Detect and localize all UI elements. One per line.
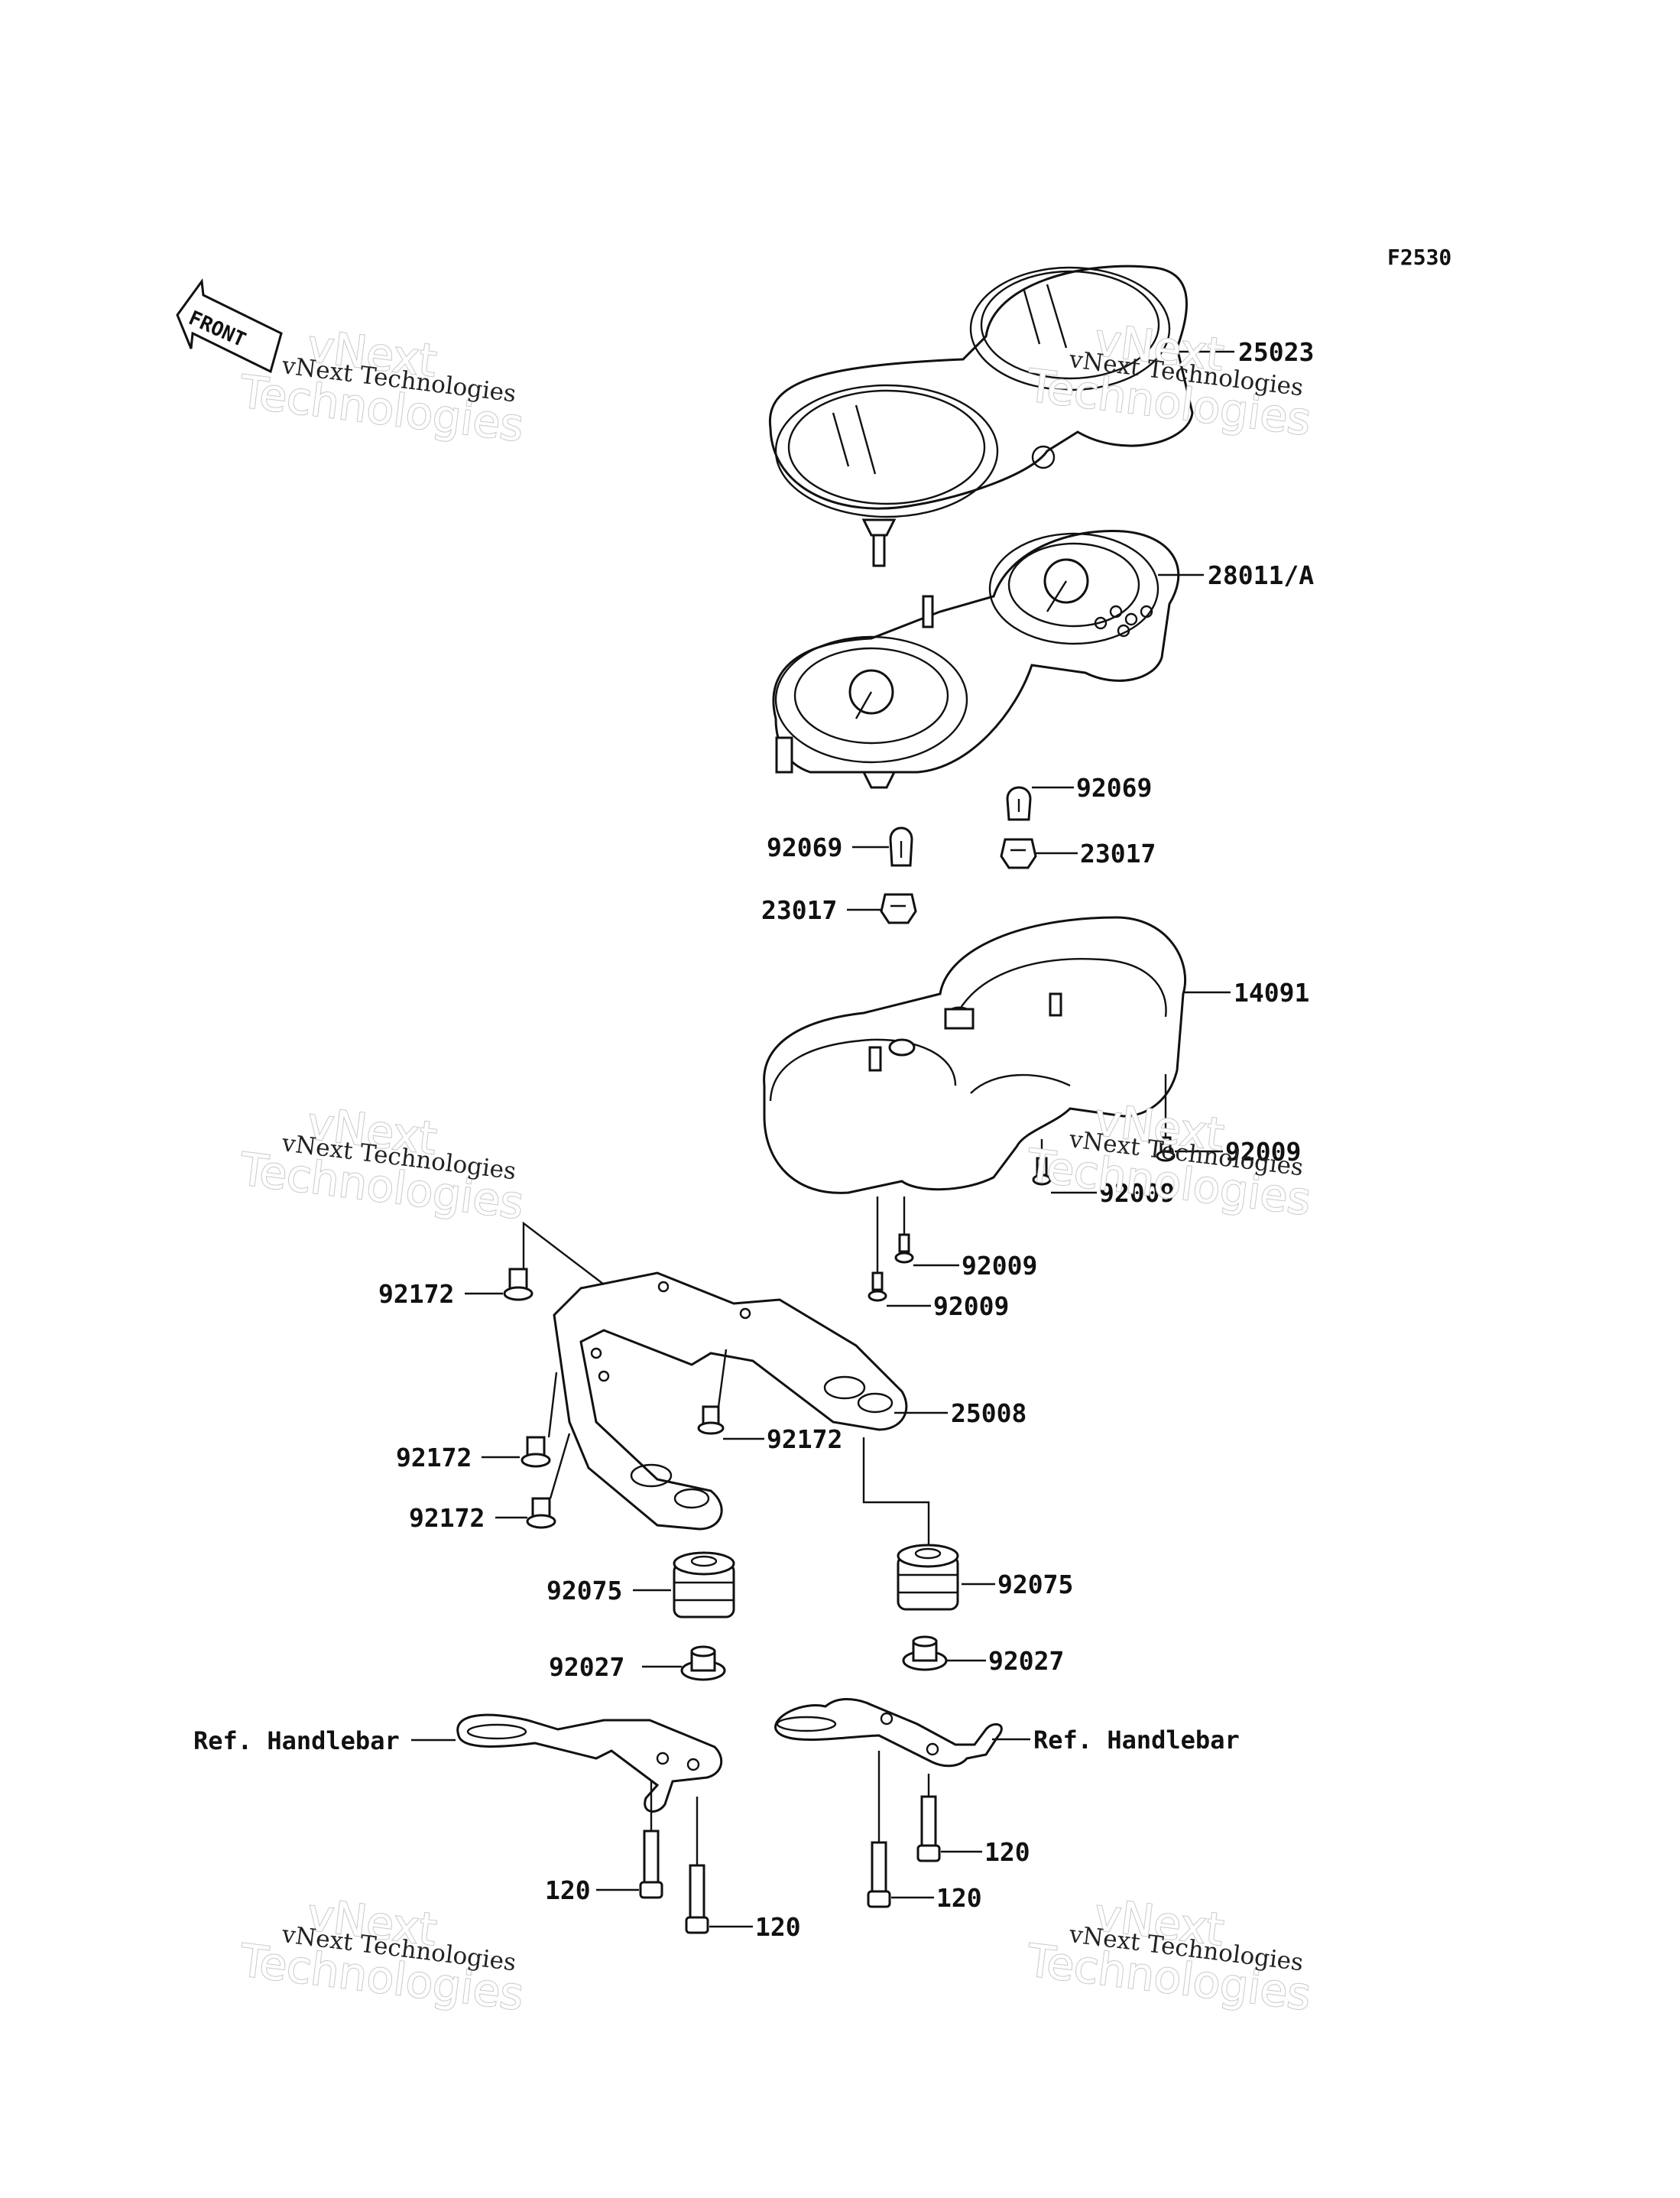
label-socket-right: 23017 [1080,839,1156,868]
handlebar-clamp-right: Ref. Handlebar [774,1698,1240,1768]
watermark-bottom-right: vNext Technologies vNext Technologies [1023,1888,1315,2021]
meter-cover: 25023 [768,265,1314,567]
label-damper-right: 92075 [997,1570,1073,1599]
damper-right: 92075 [897,1544,1073,1611]
label-ref-handlebar-right: Ref. Handlebar [1033,1726,1240,1755]
front-arrow-icon: FRONT [176,278,283,374]
watermark-mid-left: vNext Technologies vNext Technologies [236,1096,527,1230]
label-ref-handlebar-left: Ref. Handlebar [193,1726,400,1755]
label-screw-case-front-upper: 92009 [962,1251,1037,1281]
bolt-center: 92172 [697,1349,842,1454]
label-bolt-top-left: 92172 [378,1279,454,1309]
bolt-top-left: 92172 [378,1221,605,1309]
screw-case-front-lower: 92009 [868,1196,1009,1321]
label-bracket: 25008 [951,1398,1026,1428]
label-collar-right: 92027 [988,1646,1064,1676]
label-meter-cover: 25023 [1238,337,1314,367]
bolt-120-b: 120 [685,1797,801,1942]
label-meter-assy: 28011/A [1208,560,1314,590]
label-bulb-left: 92069 [767,833,842,862]
label-damper-left: 92075 [546,1576,622,1605]
watermark-bottom-left: vNext Technologies vNext Technologies [236,1888,527,2021]
bolt-120-d: 120 [916,1774,1030,1867]
collar-left: 92027 [549,1645,726,1682]
label-socket-left: 23017 [761,895,837,925]
label-screw-case-mid: 92009 [1099,1178,1175,1208]
meter-assy: 28011/A [772,529,1314,789]
bulb-left: 92069 [767,826,913,867]
screw-case-right: 92009 [1156,1074,1301,1167]
label-meter-case: 14091 [1234,978,1309,1008]
bolt-mid-left: 92172 [396,1372,558,1472]
label-screw-case-right: 92009 [1225,1137,1301,1167]
bolt-120-a: 120 [545,1781,663,1905]
leader-bracket-to-damper-right [862,1437,930,1552]
damper-left: 92075 [546,1551,735,1618]
bolt-lower-left: 92172 [409,1433,571,1533]
bracket: 25008 [553,1271,1026,1531]
label-screw-case-front-lower: 92009 [933,1291,1009,1321]
collar-right: 92027 [902,1635,1064,1676]
bolt-120-c: 120 [867,1751,982,1913]
handlebar-clamp-left: Ref. Handlebar [193,1713,723,1813]
label-bolt-mid-left: 92172 [396,1443,472,1472]
bulb-right: 92069 [1006,773,1152,821]
socket-left: 23017 [761,893,917,925]
screw-case-front-upper: 92009 [894,1196,1037,1281]
label-bolt-center: 92172 [767,1424,842,1454]
meter-case: 14091 [763,916,1309,1194]
figure-code: F2530 [1387,245,1451,270]
label-bolt-lower-left: 92172 [409,1503,485,1533]
label-bolt-120-c: 120 [936,1883,982,1913]
label-bolt-120-b: 120 [755,1912,801,1942]
socket-right: 23017 [1000,838,1156,869]
label-bolt-120-a: 120 [545,1875,591,1905]
label-bolt-120-d: 120 [984,1837,1030,1867]
screw-case-mid: 92009 [1032,1139,1175,1208]
label-bulb-right: 92069 [1076,773,1152,803]
label-collar-left: 92027 [549,1652,624,1682]
